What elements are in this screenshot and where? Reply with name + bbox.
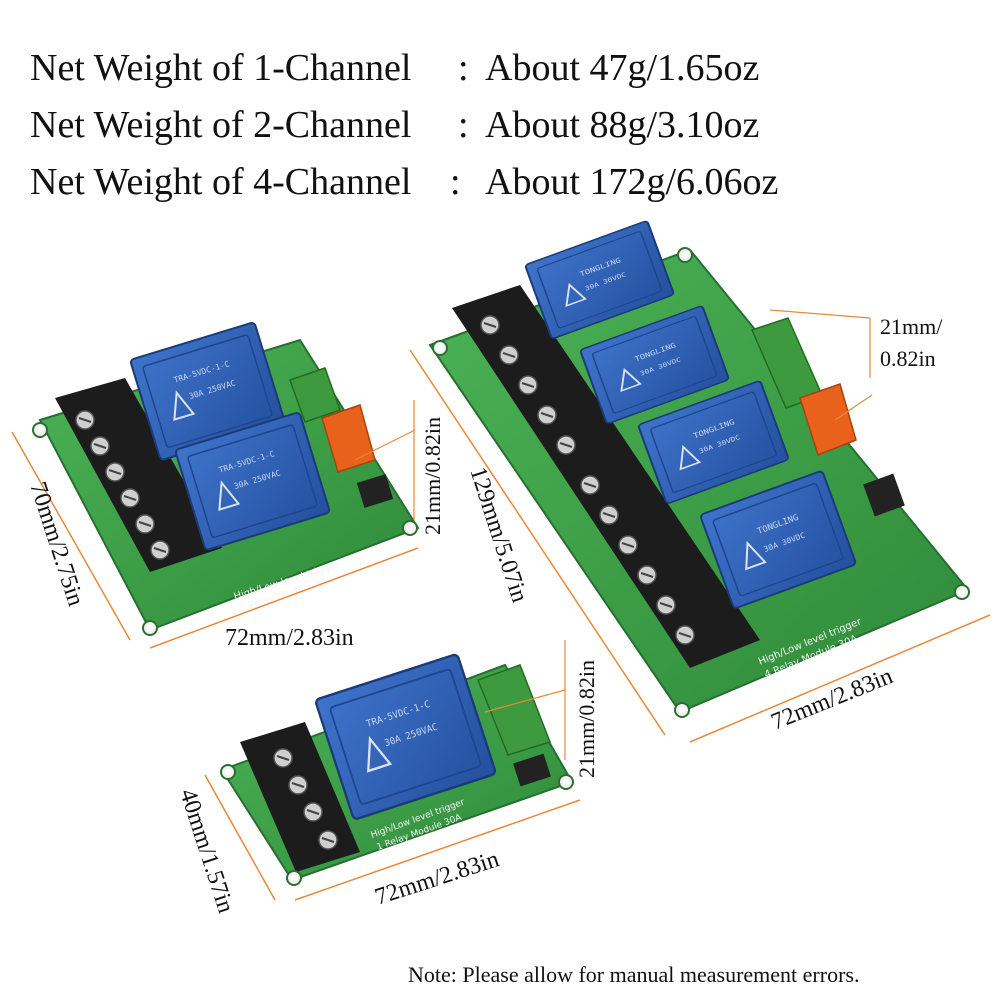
orange-power-terminal <box>321 404 376 473</box>
width-dimension-line <box>689 614 991 743</box>
relay: TONGLING 30A 30VDC <box>637 379 790 505</box>
relay: TONGLING 30A 30VDC <box>699 469 858 610</box>
height-dimension-label: 70mm/2.75in <box>24 479 88 609</box>
weight-label: Net Weight of 1-Channel <box>30 47 412 89</box>
relay-height-leader <box>484 689 566 713</box>
relay: TONGLING 30A 30VDC <box>524 219 676 340</box>
relay-height-leader <box>354 429 416 461</box>
measurement-note: Note: Please allow for manual measuremen… <box>408 962 860 987</box>
jumper-header <box>863 473 905 517</box>
weight-separator: : <box>458 47 469 89</box>
width-dimension-label: 72mm/2.83in <box>225 625 354 651</box>
relay: TRA-5VDC-1-C 30A 250VAC <box>174 410 332 552</box>
four-channel-board: TONGLING 30A 30VDC TONGLING 30A 30VDC TO… <box>428 219 970 718</box>
width-dimension-label: 72mm/2.83in <box>372 846 502 910</box>
weight-separator: : <box>450 161 461 203</box>
jumper-header <box>356 474 394 508</box>
relay-height-leader <box>834 394 873 421</box>
height-dimension-label: 129mm/5.07in <box>464 464 532 606</box>
width-dimension-line <box>149 547 419 649</box>
one-channel-board: TRA-5VDC-1-C 30A 250VAC High/Low level t… <box>220 652 574 886</box>
height-dimension-line <box>409 349 666 736</box>
weight-label: Net Weight of 2-Channel <box>30 104 412 146</box>
green-input-terminal <box>477 664 551 756</box>
height-dimension-line <box>204 774 276 901</box>
relay-height-dimension-label-line1: 21mm/ <box>880 314 943 339</box>
weight-value: About 47g/1.65oz <box>485 47 760 89</box>
weight-label: Net Weight of 4-Channel <box>30 161 412 203</box>
relay: TRA-5VDC-1-C 30A 250VAC <box>313 652 498 822</box>
weight-value: About 172g/6.06oz <box>485 161 779 203</box>
height-dimension-line <box>11 431 131 641</box>
two-channel-board: TRA-5VDC-1-C 30A 250VAC TRA-5VDC-1-C 30A… <box>32 320 420 636</box>
relay: TRA-5VDC-1-C 30A 250VAC <box>129 320 287 462</box>
width-dimension-line <box>294 799 581 901</box>
weight-value: About 88g/3.10oz <box>485 104 760 146</box>
relay-height-dimension-label-line2: 0.82in <box>880 346 936 371</box>
jumper-header <box>513 753 551 787</box>
height-dimension-label: 40mm/1.57in <box>174 786 238 916</box>
width-dimension-label: 72mm/2.83in <box>768 663 897 735</box>
orange-power-terminal <box>799 383 857 456</box>
screw-terminal-block <box>55 378 222 572</box>
relay-height-leader <box>769 309 871 319</box>
green-input-terminal <box>289 367 341 423</box>
relay: TONGLING 30A 30VDC <box>579 304 731 425</box>
relay-height-dimension-label: 21mm/0.82in <box>574 660 599 778</box>
weight-separator: : <box>458 104 469 146</box>
relay-height-dimension-label: 21mm/0.82in <box>420 417 445 535</box>
